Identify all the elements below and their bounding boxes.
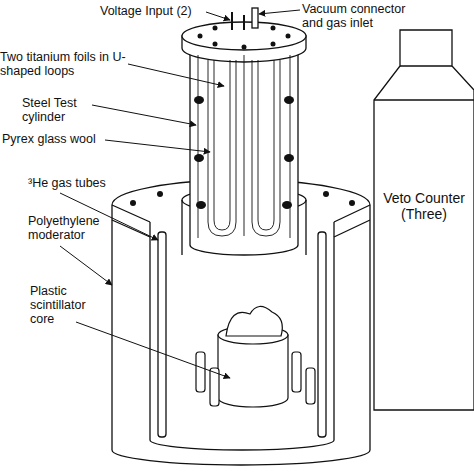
titanium-foil-loop bbox=[258, 60, 274, 230]
part-label: Two titanium foils in U-shaped loops bbox=[0, 50, 128, 78]
glass-wool bbox=[282, 201, 292, 209]
leader-group bbox=[60, 10, 300, 378]
he3-tube bbox=[196, 352, 205, 392]
bolt-hole bbox=[323, 191, 329, 197]
veto-counter-box: Veto Counter (Three) bbox=[370, 0, 474, 420]
bolt-hole bbox=[349, 200, 355, 206]
gas-inlet-tube bbox=[252, 8, 258, 28]
glass-wool bbox=[284, 154, 294, 162]
bolt bbox=[213, 42, 218, 47]
part-label: Steel Test cylinder bbox=[22, 96, 97, 124]
part-label: Polyethylene moderator bbox=[28, 214, 118, 242]
veto-outline bbox=[374, 30, 474, 410]
part-label: Voltage Input (2) bbox=[100, 4, 210, 18]
he3-tube bbox=[292, 352, 301, 392]
bolt bbox=[242, 45, 247, 50]
scintillator-core bbox=[218, 335, 288, 407]
bolt bbox=[271, 26, 276, 31]
leader-line bbox=[92, 105, 196, 125]
leader-line bbox=[259, 10, 300, 14]
foil-group bbox=[198, 55, 290, 238]
leader-line bbox=[105, 140, 210, 152]
bolt bbox=[213, 26, 218, 31]
scintillator-lump bbox=[226, 306, 282, 336]
titanium-foil-loop bbox=[208, 60, 236, 236]
voltage-pin bbox=[232, 12, 244, 30]
flange-bolts bbox=[198, 26, 291, 50]
he3-tube bbox=[318, 232, 326, 437]
glass-wool bbox=[196, 201, 206, 209]
leader-line bbox=[76, 322, 230, 378]
bolt bbox=[271, 42, 276, 47]
glass-wool bbox=[284, 96, 294, 104]
bolt-hole bbox=[130, 200, 136, 206]
steel-cylinder bbox=[190, 40, 298, 255]
bolt-hole bbox=[157, 191, 163, 197]
steel-cylinder-group bbox=[182, 8, 306, 255]
bolt bbox=[286, 34, 291, 39]
part-label: ³He gas tubes bbox=[28, 176, 138, 190]
glass-wool-group bbox=[194, 96, 294, 209]
part-label: Vacuum connector and gas inlet bbox=[302, 2, 420, 30]
moderator-cutaway bbox=[150, 222, 334, 450]
part-label: Plastic scintillator core bbox=[30, 284, 100, 326]
rod-line bbox=[198, 55, 290, 238]
glass-wool bbox=[194, 96, 204, 104]
leader-line bbox=[206, 12, 230, 20]
part-label: Pyrex glass wool bbox=[2, 132, 122, 146]
bolt bbox=[198, 34, 203, 39]
he3-tube bbox=[158, 232, 166, 437]
titanium-foil-loop bbox=[252, 60, 280, 236]
node-label: Veto Counter (Three) bbox=[374, 190, 474, 222]
he3-tube bbox=[306, 368, 315, 404]
veto-edge bbox=[374, 66, 474, 100]
leader-line bbox=[128, 64, 224, 86]
leader-line bbox=[60, 246, 112, 285]
glass-wool bbox=[194, 154, 204, 162]
scintillator-group bbox=[196, 306, 315, 407]
